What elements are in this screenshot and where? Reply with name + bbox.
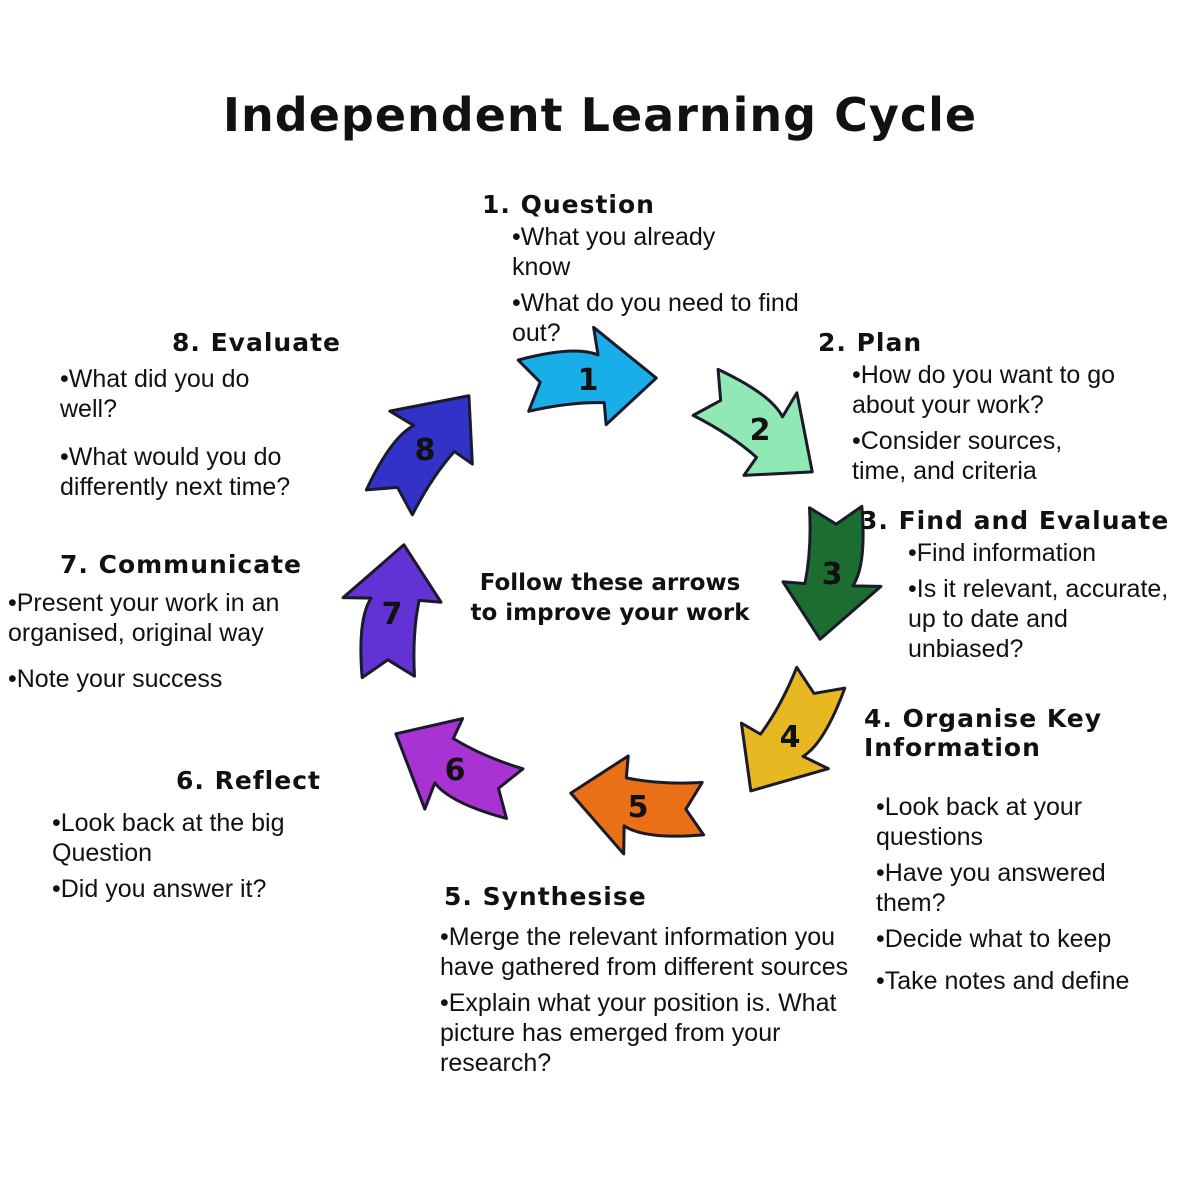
arrow-number: 8 — [415, 433, 436, 468]
arrow-number: 7 — [382, 597, 403, 632]
step-bullet: •Explain what your position is. What pic… — [440, 989, 837, 1077]
arrow-number: 4 — [780, 720, 801, 755]
step-6-reflect: 6. Reflect •Look back at the big Questio… — [52, 766, 352, 910]
arrow-shape — [739, 665, 847, 793]
step-7-communicate: 7. Communicate •Present your work in an … — [8, 550, 353, 700]
step-bullet: •Have you answered them? — [876, 859, 1106, 917]
arrow-shape — [781, 504, 883, 641]
diagram-title: Independent Learning Cycle — [222, 88, 978, 142]
arrow-shape — [691, 367, 814, 477]
arrow-number: 5 — [628, 790, 649, 825]
arrow-shape — [569, 754, 706, 856]
step-bullet: •Look back at your questions — [876, 793, 1083, 851]
step-bullet: •What did you do well? — [60, 365, 250, 423]
step-bullet: •What would you do differently next time… — [60, 443, 291, 501]
step-bullet: •What do you need to find out? — [512, 289, 799, 347]
step-bullet: •Is it relevant, accurate, up to date an… — [908, 575, 1169, 663]
center-caption-line: Follow these arrows — [479, 570, 741, 596]
step-1-question: 1. Question •What you already know •What… — [482, 190, 812, 354]
step-5-synthesise: 5. Synthesise •Merge the relevant inform… — [440, 882, 870, 1084]
arrow-number: 3 — [822, 557, 843, 592]
arrow-4 — [739, 665, 847, 793]
step-heading: 8. Evaluate — [172, 328, 341, 357]
arrow-shape — [394, 717, 525, 820]
step-heading: 2. Plan — [818, 328, 923, 357]
center-caption-line: to improve your work — [470, 600, 750, 626]
step-heading: 6. Reflect — [176, 766, 321, 795]
step-bullet: •What you already know — [512, 223, 716, 281]
step-heading: 4. Organise Key Information — [864, 704, 1103, 762]
arrow-3 — [781, 504, 883, 641]
step-bullet: •Look back at the big Question — [52, 809, 285, 867]
arrow-7 — [341, 543, 443, 680]
step-4-organise: 4. Organise Key Information •Look back a… — [864, 704, 1194, 1002]
step-bullet: •Find information — [908, 539, 1097, 567]
step-heading: 1. Question — [482, 190, 655, 219]
arrow-number: 2 — [750, 413, 771, 448]
arrow-2 — [691, 367, 814, 477]
arrow-shape — [516, 325, 658, 427]
step-heading: 5. Synthesise — [444, 882, 647, 911]
step-8-evaluate: 8. Evaluate •What did you do well? •What… — [60, 328, 360, 508]
step-bullet: •Decide what to keep — [876, 925, 1112, 953]
arrow-6 — [394, 717, 525, 820]
step-bullet: •Present your work in an organised, orig… — [8, 589, 280, 647]
arrow-5 — [569, 754, 706, 856]
arrow-1 — [516, 325, 658, 427]
step-bullet: •Note your success — [8, 665, 223, 693]
step-bullet: •Did you answer it? — [52, 875, 267, 903]
step-bullet: •Merge the relevant information you have… — [440, 923, 849, 981]
step-bullet: •Take notes and define — [876, 967, 1130, 995]
arrow-number: 6 — [445, 753, 466, 788]
arrow-8 — [364, 394, 474, 517]
arrow-shape — [364, 394, 474, 517]
step-heading: 3. Find and Evaluate — [860, 506, 1170, 535]
center-caption: Follow these arrows to improve your work — [440, 568, 780, 628]
step-3-find-and-evaluate: 3. Find and Evaluate •Find information •… — [860, 506, 1200, 670]
step-heading: 7. Communicate — [60, 550, 302, 579]
arrow-shape — [341, 543, 443, 680]
step-bullet: •Consider sources, time, and criteria — [852, 427, 1063, 485]
step-bullet: •How do you want to go about your work? — [852, 361, 1116, 419]
arrow-number: 1 — [578, 363, 599, 398]
step-2-plan: 2. Plan •How do you want to go about you… — [818, 328, 1118, 492]
